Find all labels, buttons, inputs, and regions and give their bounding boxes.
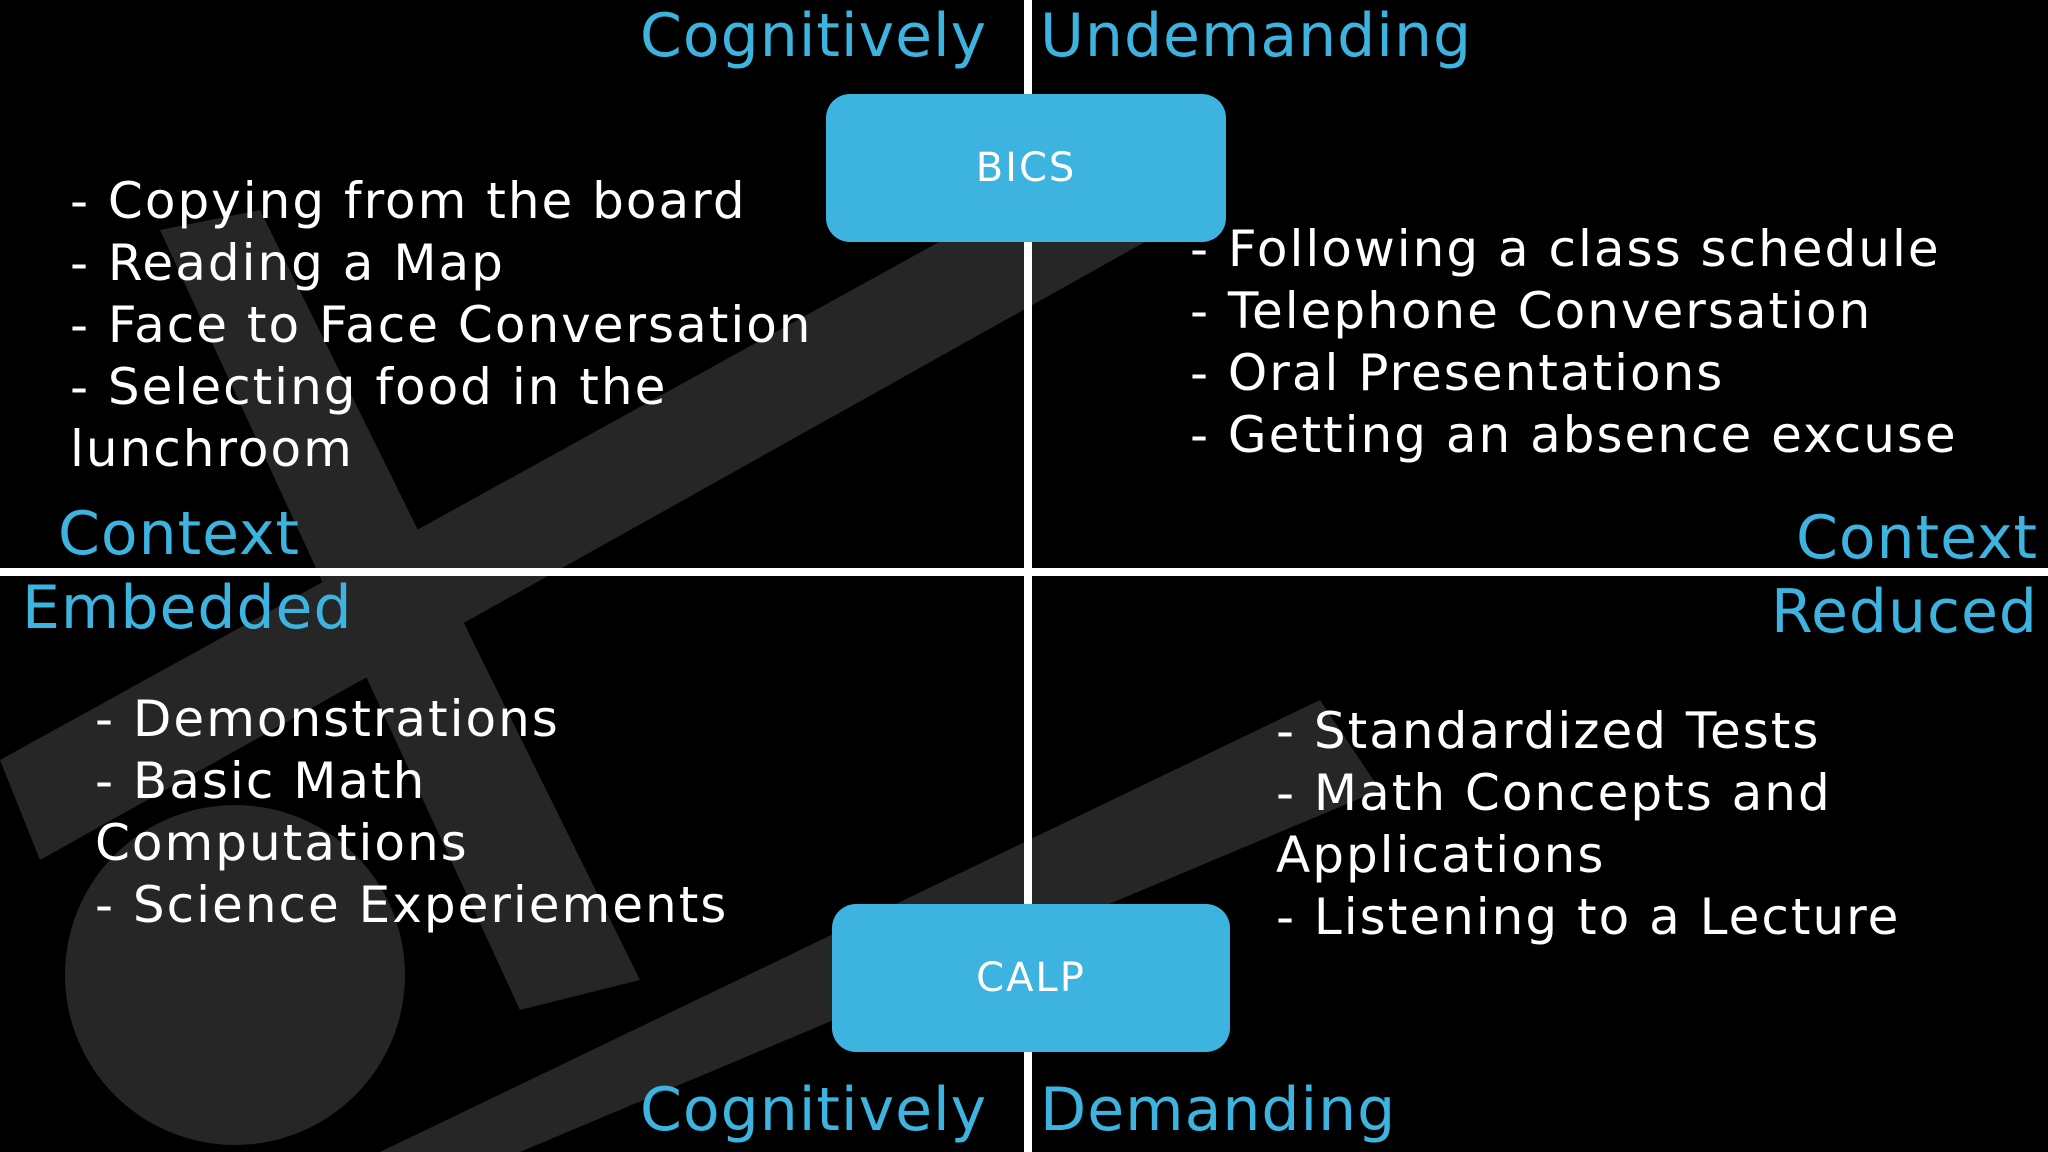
quadrant-bottom-left-list: - Demonstrations - Basic Math Computatio… — [95, 688, 815, 936]
axis-label-top-right: Undemanding — [1040, 1, 1473, 71]
list-item: - Telephone Conversation — [1190, 282, 1873, 340]
list-item: - Basic Math — [95, 752, 427, 810]
list-item: - Math Concepts and — [1276, 764, 1832, 822]
vertical-axis-line — [1024, 0, 1032, 1152]
list-item: - Copying from the board — [70, 172, 747, 230]
list-item: - Face to Face Conversation — [70, 296, 813, 354]
horizontal-axis-line — [0, 568, 2048, 576]
axis-label-left-lower: Embedded — [22, 573, 353, 643]
axis-label-right-upper: Context — [1795, 503, 2038, 573]
axis-label-right-lower: Reduced — [1770, 577, 2038, 647]
list-item: Applications — [1276, 826, 1606, 884]
list-item: - Science Experiements — [95, 876, 729, 934]
list-item: - Following a class schedule — [1190, 220, 1941, 278]
axis-label-bottom-right: Demanding — [1040, 1075, 1397, 1145]
list-item: - Oral Presentations — [1190, 344, 1725, 402]
list-item: - Listening to a Lecture — [1276, 888, 1901, 946]
calp-box: CALP — [832, 904, 1230, 1052]
list-item: - Reading a Map — [70, 234, 505, 292]
axis-label-top-left: Cognitively — [640, 1, 988, 71]
list-item: lunchroom — [70, 420, 354, 478]
list-item: Computations — [95, 814, 469, 872]
quadrant-bottom-right-list: - Standardized Tests - Math Concepts and… — [1276, 700, 2016, 948]
list-item: - Standardized Tests — [1276, 702, 1821, 760]
list-item: - Selecting food in the — [70, 358, 668, 416]
quadrant-top-right-list: - Following a class schedule - Telephone… — [1190, 218, 2030, 466]
axis-label-bottom-left: Cognitively — [640, 1075, 988, 1145]
list-item: - Demonstrations — [95, 690, 560, 748]
list-item: - Getting an absence excuse — [1190, 406, 1958, 464]
quadrant-top-left-list: - Copying from the board - Reading a Map… — [70, 170, 850, 480]
axis-label-left-upper: Context — [58, 499, 301, 569]
bics-box: BICS — [826, 94, 1226, 242]
